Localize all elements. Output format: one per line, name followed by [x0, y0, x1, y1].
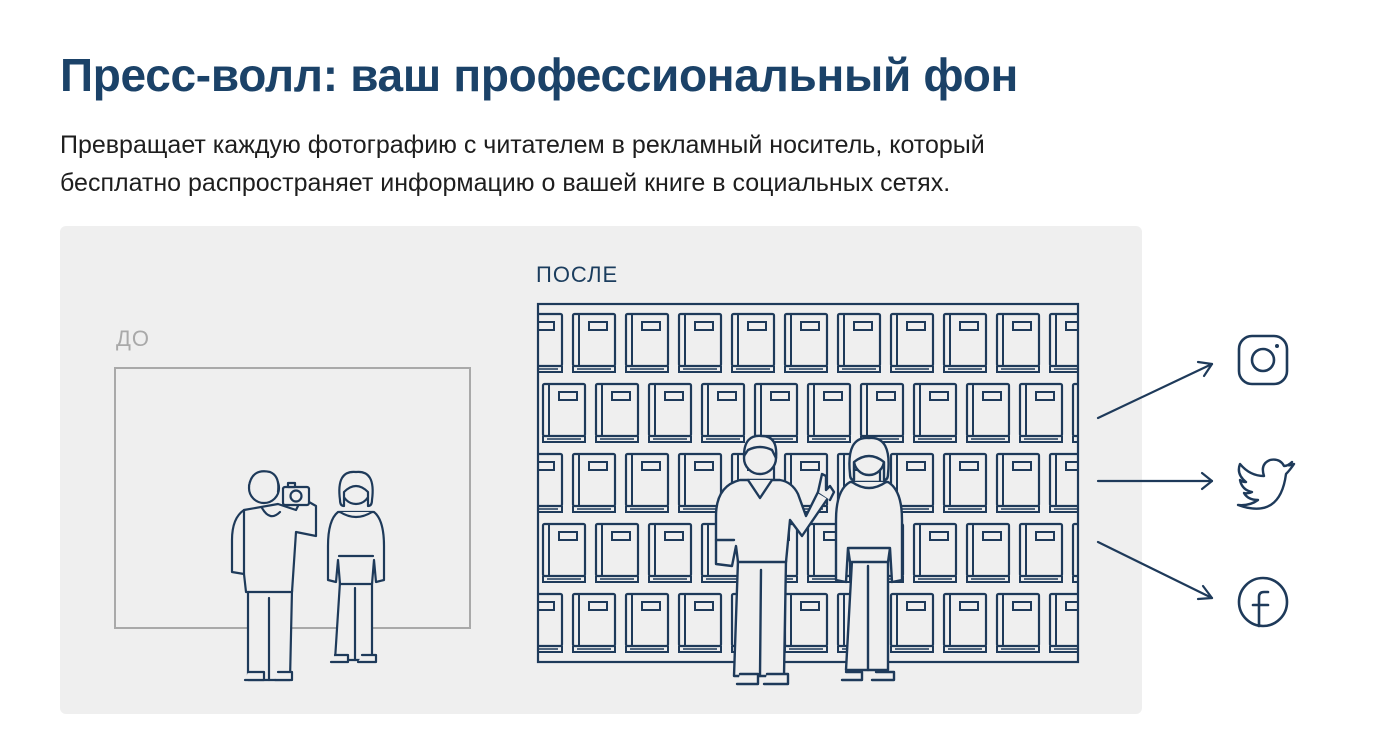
- after-label: ПОСЛЕ: [536, 262, 619, 287]
- facebook-icon[interactable]: [1237, 576, 1289, 628]
- reader-figure-woman: [834, 436, 904, 682]
- share-arrows: [1096, 360, 1214, 601]
- before-label: ДО: [116, 326, 151, 351]
- twitter-icon[interactable]: [1236, 458, 1296, 510]
- instagram-icon[interactable]: [1237, 334, 1289, 386]
- photographer-figure: [230, 470, 318, 682]
- press-wall-border: [536, 302, 1080, 664]
- reader-figure-before: [326, 470, 386, 664]
- reader-figure-man: [714, 434, 836, 686]
- before-frame: [114, 367, 471, 629]
- page-subtitle: Превращает каждую фотографию с читателем…: [60, 131, 985, 197]
- press-wall: [538, 304, 1078, 662]
- page-title: Пресс-волл: ваш профессиональный фон: [60, 49, 1019, 101]
